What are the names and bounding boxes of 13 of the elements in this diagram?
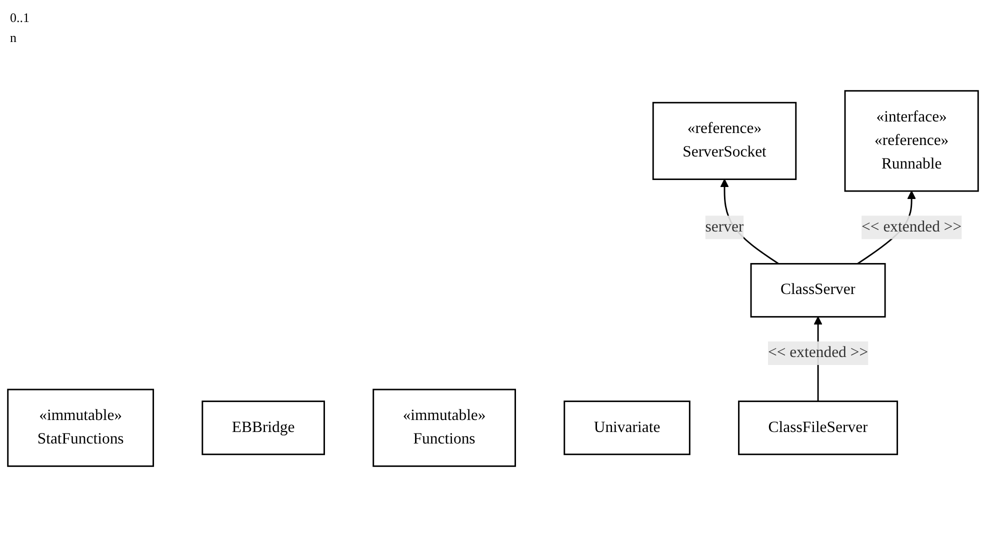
node-box: EBBridge — [202, 400, 325, 456]
edge-label: server — [705, 218, 744, 236]
node-box: «reference» ServerSocket — [652, 102, 797, 180]
node-box: ClassFileServer — [738, 400, 898, 456]
multiplicity-label: n — [10, 30, 18, 46]
edge-label: << extended >> — [768, 344, 868, 362]
node-box: Univariate — [564, 400, 690, 456]
node-box: «immutable» StatFunctions — [7, 388, 154, 467]
node-box: ClassServer — [750, 263, 886, 318]
node-box: «immutable» Functions — [372, 388, 516, 467]
multiplicity-label: 0..1 — [10, 10, 30, 26]
node-box: «interface» «reference» Runnable — [844, 90, 979, 192]
edge-label: << extended >> — [862, 218, 962, 236]
